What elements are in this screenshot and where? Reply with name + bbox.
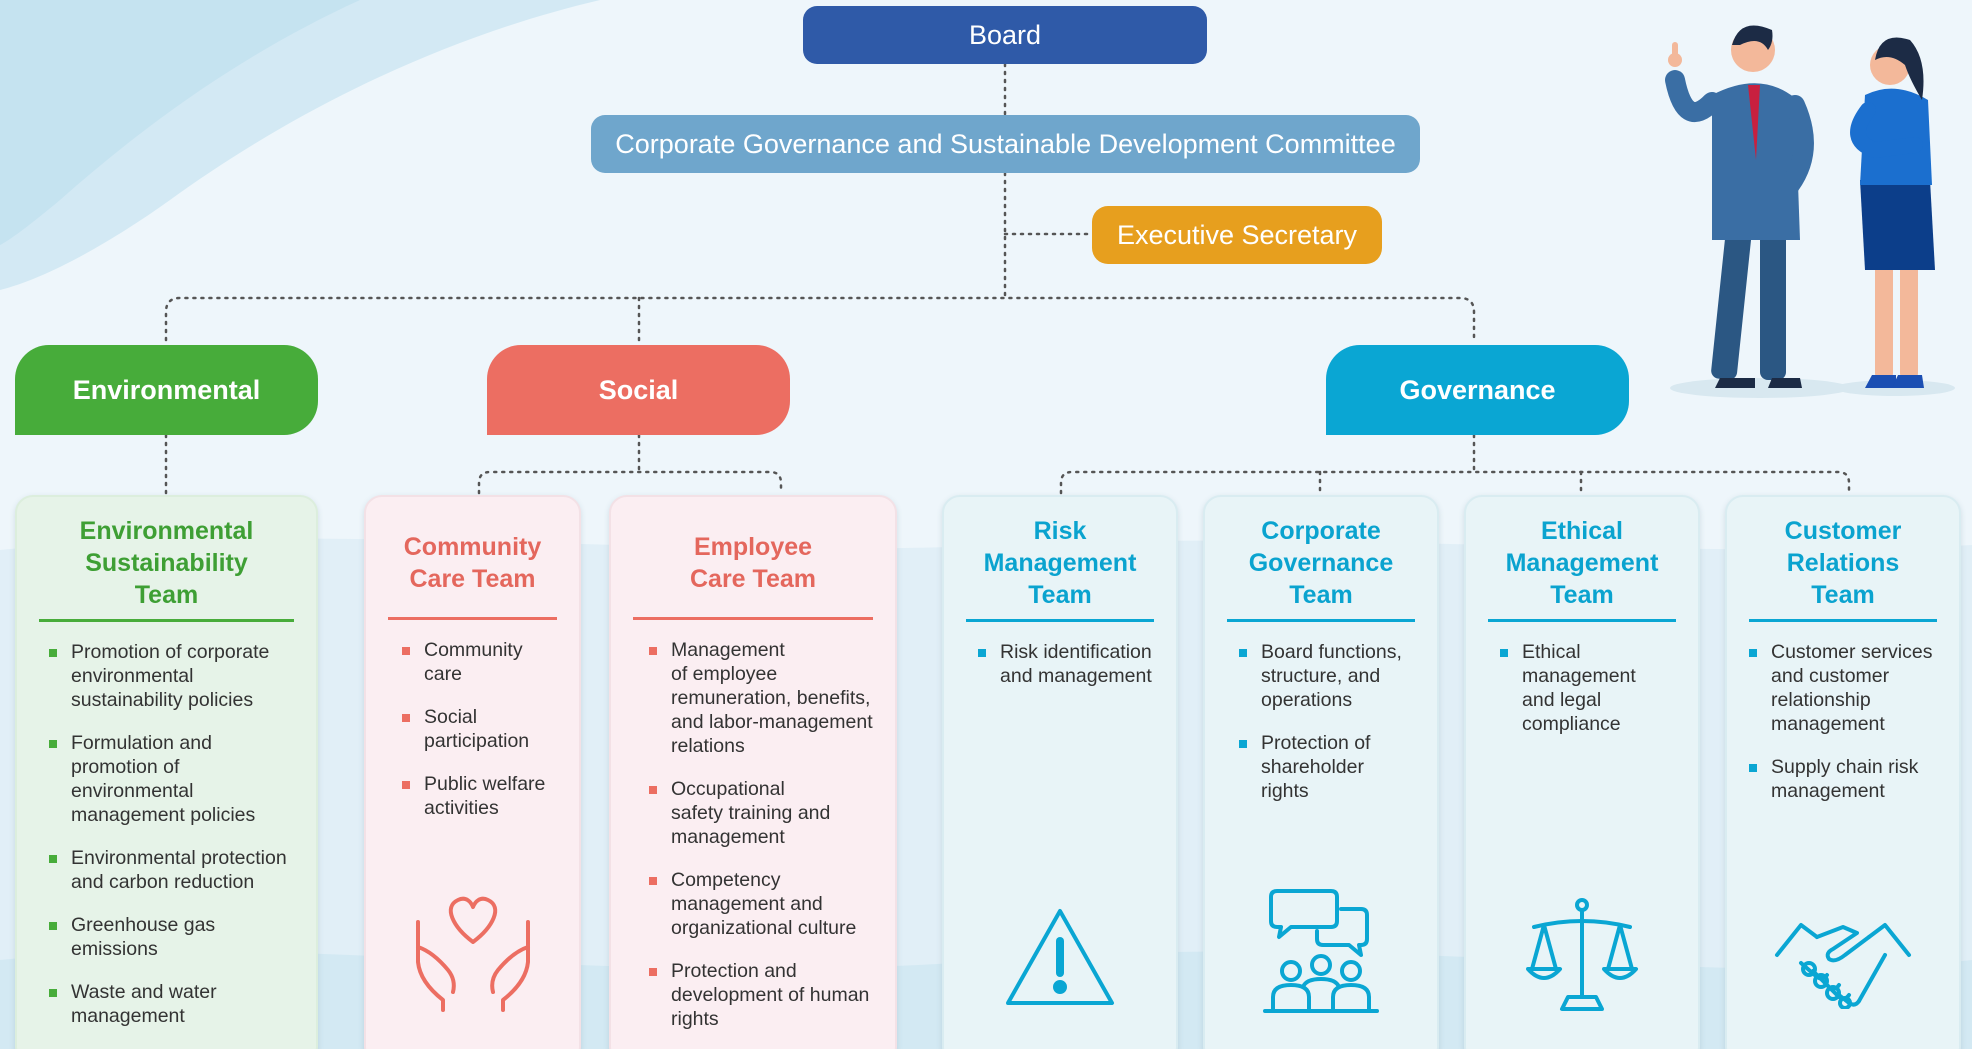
team-title: Community Care Team — [388, 515, 557, 620]
list-item: Customer services and customer relations… — [1749, 640, 1947, 736]
corporate-governance-team-card: Corporate Governance Team Board function… — [1203, 495, 1439, 1049]
meeting-icon — [1263, 889, 1379, 1013]
list-item: Protection and development of human righ… — [649, 959, 883, 1031]
list-item: Supply chain risk management — [1749, 755, 1947, 803]
handshake-icon — [1775, 923, 1911, 1009]
team-title: Corporate Governance Team — [1227, 515, 1415, 622]
team-duties-list: Ethical management and legal compliance — [1500, 640, 1686, 736]
list-item: Greenhouse gas emissions — [49, 913, 304, 961]
ethical-management-team-card: Ethical Management Team Ethical manageme… — [1464, 495, 1700, 1049]
team-duties-list: Community care Social participation Publ… — [402, 638, 567, 820]
board-label: Board — [968, 19, 1042, 50]
team-duties-list: Board functions, structure, and operatio… — [1239, 640, 1425, 803]
list-item: Ethical management and legal compliance — [1500, 640, 1686, 736]
list-item: Social participation — [402, 705, 567, 753]
list-item: Occupational safety training and managem… — [649, 777, 883, 849]
list-item: Promotion of corporate environmental sus… — [49, 640, 304, 712]
community-care-team-card: Community Care Team Community care Socia… — [364, 495, 581, 1049]
hands-heart-icon — [415, 896, 530, 1012]
social-label: Social — [598, 374, 679, 405]
scales-icon — [1526, 898, 1638, 1011]
business-people-illustration — [1665, 25, 1955, 398]
team-title: Employee Care Team — [633, 515, 873, 620]
committee-label: Corporate Governance and Sustainable Dev… — [615, 128, 1396, 159]
list-item: Competency management and organizational… — [649, 868, 883, 940]
risk-management-team-card: Risk Management Team Risk identification… — [942, 495, 1178, 1049]
committee-node: Corporate Governance and Sustainable Dev… — [591, 115, 1420, 173]
list-item: Protection of shareholder rights — [1239, 731, 1425, 803]
governance-pillar: Governance — [1326, 345, 1629, 435]
environmental-pillar: Environmental — [15, 345, 318, 435]
social-pillar: Social — [487, 345, 790, 435]
board-node: Board — [803, 6, 1207, 64]
executive-secretary-node: Executive Secretary — [1092, 206, 1382, 264]
team-duties-list: Management of employee remuneration, ben… — [649, 638, 883, 1031]
employee-care-team-card: Employee Care Team Management of employe… — [609, 495, 897, 1049]
list-item: Formulation and promotion of environment… — [49, 731, 304, 827]
list-item: Community care — [402, 638, 567, 686]
list-item: Public welfare activities — [402, 772, 567, 820]
environmental-sustainability-team-card: Environmental Sustainability Team Promot… — [15, 495, 318, 1049]
list-item: Waste and water management — [49, 980, 304, 1028]
list-item: Risk identification and management — [978, 640, 1164, 688]
governance-label: Governance — [1399, 374, 1556, 405]
team-title: Risk Management Team — [966, 515, 1154, 622]
team-title: Customer Relations Team — [1749, 515, 1937, 622]
team-title: Ethical Management Team — [1488, 515, 1676, 622]
list-item: Environmental protection and carbon redu… — [49, 846, 304, 894]
list-item: Management of employee remuneration, ben… — [649, 638, 883, 758]
team-duties-list: Customer services and customer relations… — [1749, 640, 1947, 803]
team-duties-list: Promotion of corporate environmental sus… — [49, 640, 304, 1028]
environmental-label: Environmental — [72, 374, 261, 405]
executive-secretary-label: Executive Secretary — [1116, 219, 1358, 250]
team-title: Environmental Sustainability Team — [39, 515, 294, 622]
list-item: Board functions, structure, and operatio… — [1239, 640, 1425, 712]
warning-icon — [1006, 909, 1114, 1005]
team-duties-list: Risk identification and management — [978, 640, 1164, 688]
customer-relations-team-card: Customer Relations Team Customer service… — [1725, 495, 1961, 1049]
